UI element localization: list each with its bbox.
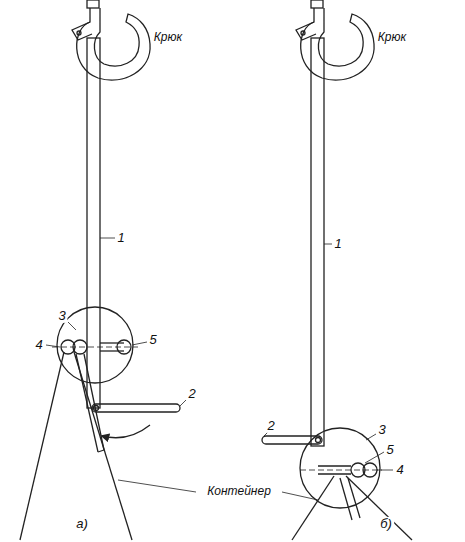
handle [262, 436, 322, 444]
callout-number: 4 [394, 463, 405, 477]
callout-number: 3 [376, 423, 387, 437]
container [292, 476, 412, 540]
disk [300, 428, 380, 508]
pin [117, 340, 131, 354]
rod [87, 38, 100, 408]
hook-label: Крюк [376, 31, 408, 44]
disk [57, 307, 133, 383]
hook [72, 0, 150, 80]
view-label: б) [378, 517, 394, 531]
container-label: Контейнер [205, 485, 273, 498]
callout-number: 1 [115, 231, 126, 245]
rod [311, 38, 324, 446]
callout-number: 2 [265, 419, 276, 433]
callout-number: 2 [186, 387, 197, 401]
callout-number: 4 [33, 338, 44, 352]
hook-label: Крюк [152, 31, 184, 44]
view-label: а) [74, 517, 90, 531]
callout-number: 5 [384, 443, 395, 457]
container [20, 352, 132, 540]
callout-number: 1 [332, 237, 343, 251]
pin [363, 463, 377, 477]
handle [92, 404, 180, 412]
callout-number: 3 [56, 309, 67, 323]
hook [296, 0, 374, 80]
callout-number: 5 [147, 333, 158, 347]
